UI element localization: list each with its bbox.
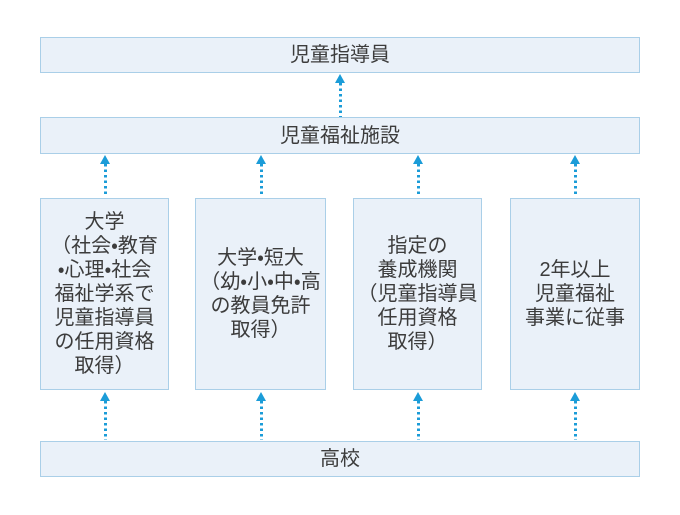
arrow-up-icon (100, 155, 110, 164)
arrow-up-icon (570, 392, 580, 401)
dotted-line (573, 164, 577, 197)
arrow-up-icon (413, 392, 423, 401)
dotted-line (259, 401, 263, 440)
flow-arrow (569, 392, 581, 440)
arrow-up-icon (256, 392, 266, 401)
node-label: 大学・短大 （幼・小・中・高 の教員免許 取得） (200, 247, 321, 341)
arrow-up-icon (100, 392, 110, 401)
node-two-years-experience: 2年以上 児童福祉 事業に従事 (510, 198, 640, 390)
node-label: 児童指導員 (290, 44, 390, 66)
flow-arrow (255, 392, 267, 440)
arrow-up-icon (413, 155, 423, 164)
arrow-up-icon (570, 155, 580, 164)
arrow-up-icon (335, 74, 345, 83)
node-label: 2年以上 児童福祉 事業に従事 (525, 259, 625, 329)
flow-arrow (99, 392, 111, 440)
node-label: 大学 （社会・教育 ・心理・社会 福祉学系で 児童指導員 の任用資格 取得） (51, 211, 158, 377)
node-university-teaching-license: 大学・短大 （幼・小・中・高 の教員免許 取得） (195, 198, 326, 390)
node-label: 児童福祉施設 (280, 124, 400, 147)
node-university-welfare: 大学 （社会・教育 ・心理・社会 福祉学系で 児童指導員 の任用資格 取得） (40, 198, 169, 390)
dotted-line (103, 164, 107, 197)
node-label: 高校 (320, 448, 360, 470)
dotted-line (338, 83, 342, 117)
flow-arrow (99, 155, 111, 197)
node-designated-training-institution: 指定の 養成機関 （児童指導員 任用資格 取得） (353, 198, 482, 390)
node-high-school: 高校 (40, 441, 640, 477)
flow-arrow (255, 155, 267, 197)
dotted-line (103, 401, 107, 440)
flow-arrow (569, 155, 581, 197)
dotted-line (573, 401, 577, 440)
dotted-line (416, 164, 420, 197)
node-child-welfare-facility: 児童福祉施設 (40, 117, 640, 154)
flow-arrow (412, 392, 424, 440)
node-child-instructor: 児童指導員 (40, 37, 640, 73)
dotted-line (259, 164, 263, 197)
node-label: 指定の 養成機関 （児童指導員 任用資格 取得） (357, 235, 478, 353)
flow-arrow (334, 74, 346, 117)
dotted-line (416, 401, 420, 440)
flow-arrow (412, 155, 424, 197)
arrow-up-icon (256, 155, 266, 164)
